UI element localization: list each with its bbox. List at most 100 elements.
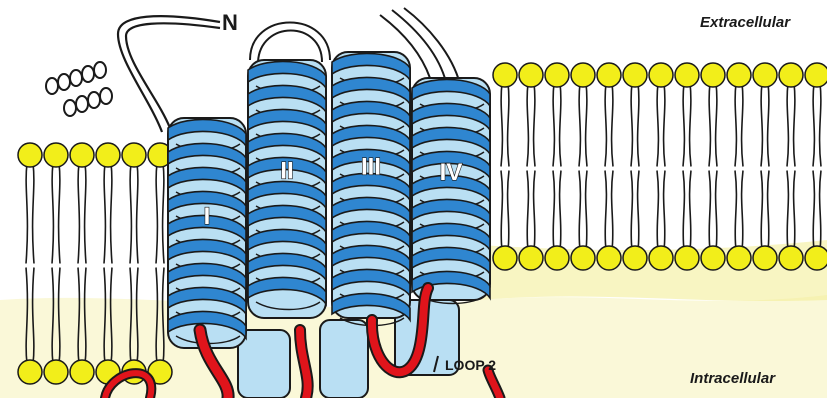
lipid-tail [631, 83, 632, 167]
lipid-tail [560, 83, 561, 167]
lipid-head [545, 63, 569, 87]
lipid-tail [508, 171, 509, 251]
helix-label-i: I [204, 203, 211, 230]
helix-ii: II [248, 60, 326, 318]
n-terminus-label: N [222, 10, 238, 35]
lipid-tail [605, 171, 606, 251]
lipid-head [727, 63, 751, 87]
lipid-tail [742, 83, 743, 167]
lipid-tail [612, 171, 613, 251]
lipid-head [753, 63, 777, 87]
lipid-tail [501, 83, 502, 167]
lipid-tail [768, 83, 769, 167]
n-terminal-tail-fill [118, 16, 220, 132]
lipid-tail [579, 83, 580, 167]
n-terminal-tail-edge [126, 23, 220, 128]
lipid-head [701, 63, 725, 87]
lipid-head [753, 246, 777, 270]
lipid-head [519, 63, 543, 87]
lipid-tail [664, 171, 665, 251]
lipid-tail [742, 171, 743, 251]
lipid-tail [709, 171, 710, 251]
lipid-tail [716, 83, 717, 167]
lipid-tail [787, 171, 788, 251]
lipid-tail [761, 171, 762, 251]
lipid-head [493, 63, 517, 87]
lipid-tail [638, 83, 639, 167]
lipid-head [18, 143, 42, 167]
loop-2-label: LOOP 2 [445, 357, 496, 373]
lipid-head [675, 246, 699, 270]
lipid-tail [553, 83, 554, 167]
lipid-tail [683, 171, 684, 251]
lipid-tail [612, 83, 613, 167]
lipid-tail [553, 171, 554, 251]
lipid-head [623, 63, 647, 87]
lipid-tail [163, 163, 164, 264]
lipid-tail [527, 171, 528, 251]
lipid-head [701, 246, 725, 270]
lipid-tail [709, 83, 710, 167]
lipid-tail [560, 171, 561, 251]
lipid-tail [638, 171, 639, 251]
lipid-head [493, 246, 517, 270]
lipid-tail [683, 83, 684, 167]
lipid-head [597, 246, 621, 270]
lipid-head [675, 63, 699, 87]
intracellular-label: Intracellular [690, 370, 775, 387]
lipid-tail [716, 171, 717, 251]
lipid-tail [690, 83, 691, 167]
lipid-head [649, 63, 673, 87]
lipid-tail [26, 163, 27, 264]
extracellular-label: Extracellular [700, 14, 790, 31]
lipid-tail [787, 83, 788, 167]
lipid-tail [508, 83, 509, 167]
helix-iv: IV [412, 78, 490, 304]
helix-i: I [168, 118, 246, 348]
lipid-tail [735, 171, 736, 251]
lipid-tail [690, 171, 691, 251]
lipid-head [44, 143, 68, 167]
lipid-head [597, 63, 621, 87]
lipid-tail [111, 163, 112, 264]
lipid-tail [130, 163, 131, 264]
lipid-head [70, 143, 94, 167]
lipid-tail [794, 171, 795, 251]
lipid-head [519, 246, 543, 270]
lipid-head [571, 246, 595, 270]
lipid-tail [820, 171, 821, 251]
lipid-tail [85, 163, 86, 264]
lipid-tail [813, 83, 814, 167]
lipid-tail [104, 163, 105, 264]
lipid-tail [501, 171, 502, 251]
lipid-head [70, 360, 94, 384]
lipid-tail [579, 171, 580, 251]
lipid-tail [534, 171, 535, 251]
lipid-head [649, 246, 673, 270]
lipid-tail [605, 83, 606, 167]
lipid-tail [813, 171, 814, 251]
lipid-tail [78, 163, 79, 264]
lipid-tail [664, 83, 665, 167]
lipid-head [805, 246, 827, 270]
lipid-tail [820, 83, 821, 167]
lipid-head [779, 246, 803, 270]
lipid-tail [657, 83, 658, 167]
lipid-head [545, 246, 569, 270]
lipid-tail [735, 83, 736, 167]
lipid-head [727, 246, 751, 270]
lipid-tail [52, 163, 53, 264]
lipid-tail [631, 171, 632, 251]
short-helix-coil [46, 62, 112, 116]
lipid-tail [794, 83, 795, 167]
lipid-head [571, 63, 595, 87]
lipid-head [122, 143, 146, 167]
lipid-head [44, 360, 68, 384]
lipid-tail [527, 83, 528, 167]
lipid-head [623, 246, 647, 270]
helix-label-ii: II [280, 158, 293, 185]
lipid-tail [137, 163, 138, 264]
lipid-bilayer-right [493, 63, 827, 270]
